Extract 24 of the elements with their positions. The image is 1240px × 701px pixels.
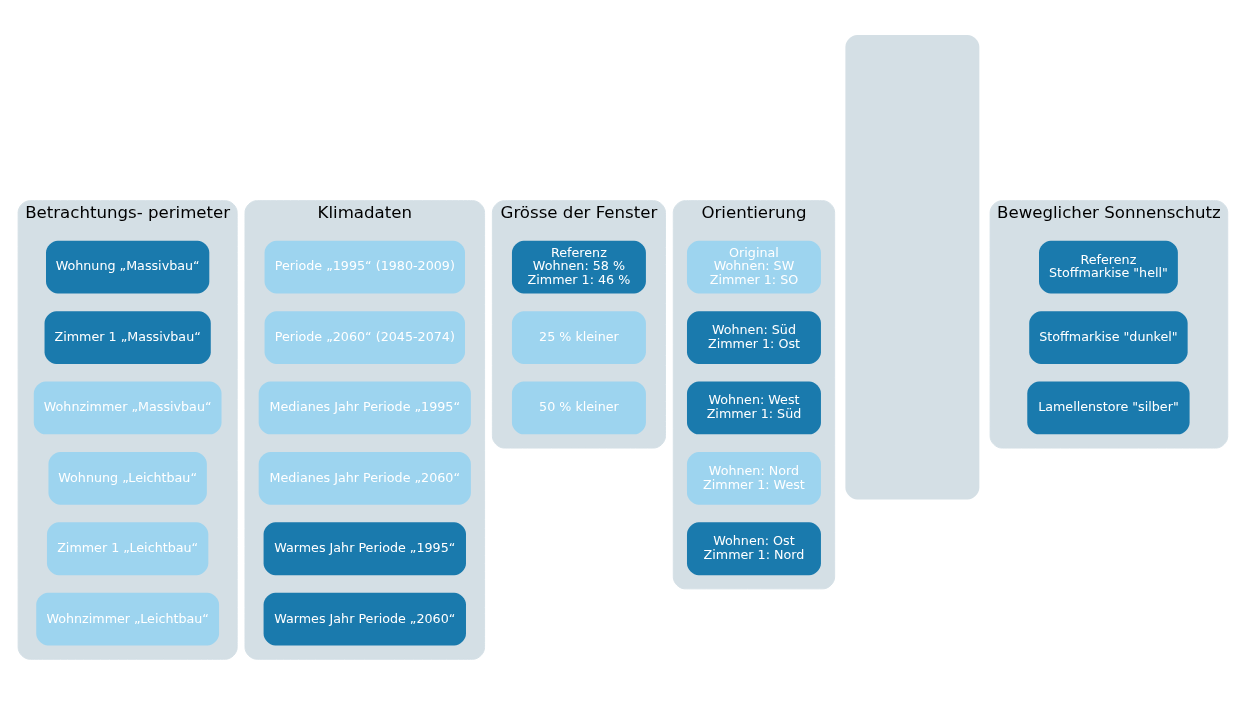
node-box: Wohnen: West Zimmer 1: Süd xyxy=(687,381,821,434)
node-box: Warmes Jahr Periode „2060“ xyxy=(263,592,466,646)
node-box: Wohnzimmer „Leichtbau“ xyxy=(36,592,220,646)
node-box: Zimmer 1 „Leichtbau“ xyxy=(47,521,209,575)
node-box: 25 % kleiner xyxy=(511,310,646,364)
node-box: Referenz Stoffmarkise "hell" xyxy=(1039,240,1178,294)
node-box: Periode „1995“ (1980-2009) xyxy=(264,240,465,294)
node-box: Wohnung „Massivbau“ xyxy=(46,240,210,294)
node-box: Lamellenstore "silber" xyxy=(1027,381,1190,434)
node-box: Original Wohnen: SW Zimmer 1: SO xyxy=(687,240,821,294)
node-box: Medianes Jahr Periode „2060“ xyxy=(258,451,471,505)
node-box: Zimmer 1 „Massivbau“ xyxy=(44,310,211,364)
node-box: Referenz Wohnen: 58 % Zimmer 1: 46 % xyxy=(511,240,646,294)
node-box: Warmes Jahr Periode „1995“ xyxy=(263,521,466,575)
node-box: 50 % kleiner xyxy=(511,381,646,434)
node-box xyxy=(845,34,980,499)
node-box: Wohnen: Nord Zimmer 1: West xyxy=(687,451,821,505)
node-box: Stoffmarkise "dunkel" xyxy=(1029,310,1188,364)
node-box: Periode „2060“ (2045-2074) xyxy=(264,310,465,364)
node-box: Wohnzimmer „Massivbau“ xyxy=(33,381,222,434)
node-box: Wohnen: Süd Zimmer 1: Ost xyxy=(687,310,821,364)
node-box: Wohnung „Leichtbau“ xyxy=(48,451,207,505)
node-box: Medianes Jahr Periode „1995“ xyxy=(258,381,471,434)
node-box: Wohnen: Ost Zimmer 1: Nord xyxy=(687,521,821,575)
